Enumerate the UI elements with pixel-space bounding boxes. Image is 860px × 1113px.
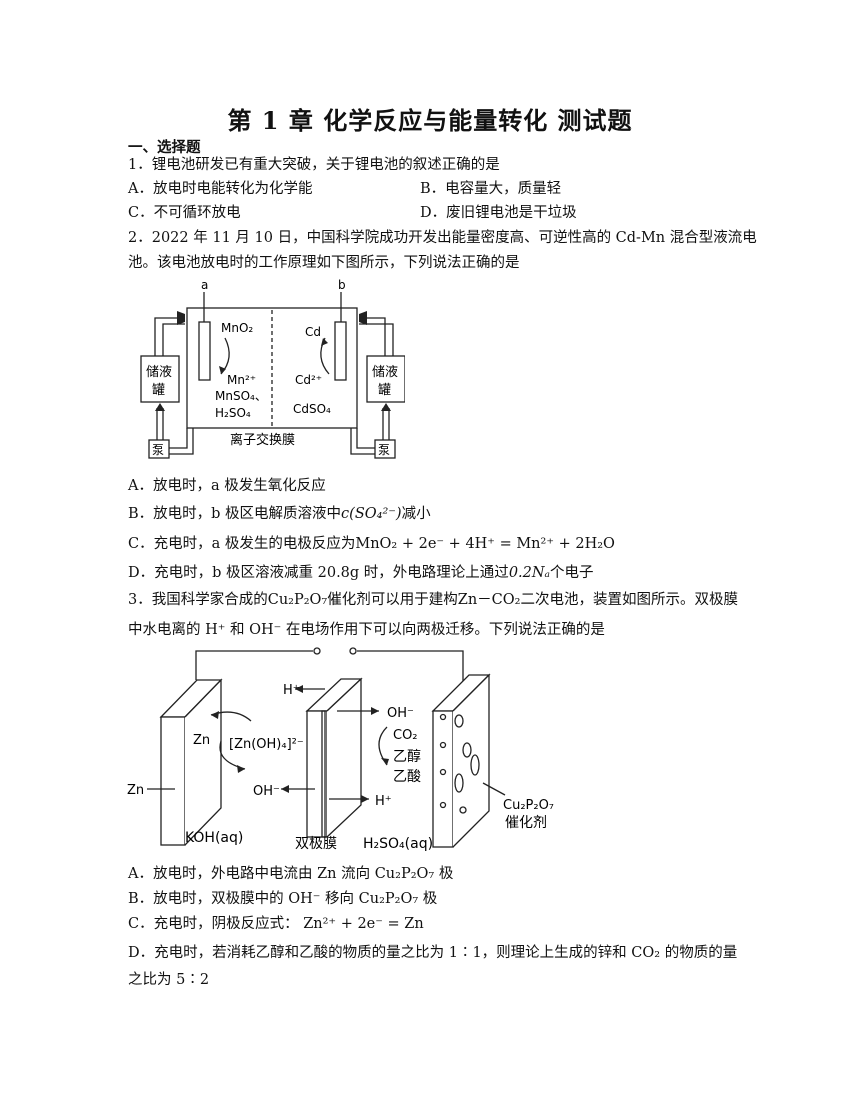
q3-option-d-line2: 之比为 5∶2 — [128, 972, 210, 988]
fig3-label-oh-right: OH⁻ — [387, 706, 414, 721]
label-cdso4: CdSO₄ — [293, 402, 331, 416]
label-mno2: MnO₂ — [221, 321, 253, 335]
fig3-label-bipolar: 双极膜 — [295, 836, 337, 852]
q1-option-c: C．不可循环放电 — [128, 205, 241, 221]
q2-option-d-text: D．充电时，b 极区溶液减重 20.8g 时，外电路理论上通过 — [128, 565, 509, 581]
q2-option-b: B．放电时，b 极区电解质溶液中c(SO₄²⁻)减小 — [128, 504, 431, 524]
fig3-label-zn-left: Zn — [127, 783, 144, 798]
flow-battery-diagram: a b MnO₂ Cd Mn²⁺ Cd²⁺ MnSO₄、 H₂SO₄ CdSO₄… — [140, 278, 405, 459]
q1-option-d: D．废旧锂电池是干垃圾 — [420, 205, 577, 221]
q3-stem-text-2: 催化剂可以用于建构 — [327, 592, 458, 608]
tank-left-label-2: 罐 — [152, 383, 165, 398]
fig3-label-co2: CO₂ — [393, 728, 418, 743]
pump-right-label: 泵 — [378, 443, 390, 457]
q2-option-c-formula: MnO₂ + 2e⁻ + 4H⁺ = Mn²⁺ + 2H₂O — [355, 536, 615, 552]
tank-right-label-2: 罐 — [378, 383, 391, 398]
q1-option-a: A．放电时电能转化为化学能 — [128, 181, 313, 197]
q2-option-d-formula: 0.2Nₐ — [508, 565, 551, 581]
tank-right — [366, 355, 405, 403]
electrode-a — [198, 321, 211, 381]
q3-option-c: C．充电时，阴极反应式： Zn²⁺ + 2e⁻ = Zn — [128, 916, 424, 932]
fig3-label-koh: KOH(aq) — [185, 830, 243, 846]
q2-option-d: D．充电时，b 极区溶液减重 20.8g 时，外电路理论上通过0.2Nₐ个电子 — [128, 563, 594, 583]
section-heading: 一、选择题 — [128, 139, 201, 156]
fig3-label-catalyst: 催化剂 — [505, 815, 547, 831]
electrode-b — [334, 321, 347, 381]
tank-left-label-1: 储液 — [146, 365, 172, 380]
pump-right — [374, 439, 396, 459]
q2-option-c: C．充电时，a 极发生的电极反应为MnO₂ + 2e⁻ + 4H⁺ = Mn²⁺… — [128, 534, 615, 554]
fig3-label-h-bottom: H⁺ — [375, 794, 392, 809]
q3-option-a: A．放电时，外电路中电流由 Zn 流向 Cu₂P₂O₇ 极 — [128, 866, 454, 882]
q3-stem-text-3: 二次电池，装置如图所示。双极膜 — [520, 592, 738, 608]
q1-stem: 1．锂电池研发已有重大突破，关于锂电池的叙述正确的是 — [128, 157, 500, 173]
cell-box — [186, 307, 358, 429]
fig3-label-zn: Zn — [193, 733, 210, 748]
pump-left — [148, 439, 170, 459]
q2-option-b-end: 减小 — [401, 506, 431, 522]
q3-cell-formula: Zn－CO₂ — [457, 592, 521, 608]
label-mnso4: MnSO₄、 — [215, 389, 267, 403]
q2-option-b-formula: c(SO₄²⁻) — [341, 506, 402, 522]
label-h2so4: H₂SO₄ — [215, 406, 251, 420]
fig3-label-h2so4: H₂SO₄(aq) — [363, 836, 433, 852]
pump-left-label: 泵 — [152, 443, 164, 457]
fig3-label-zincate: [Zn(OH)₄]²⁻ — [229, 737, 304, 752]
page-title: 第 1 章 化学反应与能量转化 测试题 — [227, 106, 633, 135]
q2-option-b-text: B．放电时，b 极区电解质溶液中 — [128, 506, 342, 522]
fig3-label-oh-left: OH⁻ — [253, 784, 280, 799]
q2-option-a: A．放电时，a 极发生氧化反应 — [128, 478, 326, 494]
label-mn2: Mn²⁺ — [227, 373, 256, 387]
tank-left — [140, 355, 180, 403]
q3-stem-text-1: 3．我国科学家合成的 — [128, 592, 268, 608]
q2-stem-line2: 池。该电池放电时的工作原理如下图所示，下列说法正确的是 — [128, 255, 520, 271]
label-cd2: Cd²⁺ — [295, 373, 322, 387]
fig3-label-ethanol: 乙醇 — [393, 748, 421, 765]
q3-stem-line1: 3．我国科学家合成的Cu₂P₂O₇催化剂可以用于建构Zn－CO₂二次电池，装置如… — [128, 590, 738, 610]
zn-co2-battery-diagram: Zn Zn [Zn(OH)₄]²⁻ OH⁻ H⁺ OH⁻ CO₂ 乙醇 乙酸 H… — [127, 647, 554, 852]
q3-stem-line2: 中水电离的 H⁺ 和 OH⁻ 在电场作用下可以向两极迁移。下列说法正确的是 — [128, 622, 605, 638]
label-b: b — [338, 278, 346, 292]
q3-option-b: B．放电时，双极膜中的 OH⁻ 移向 Cu₂P₂O₇ 极 — [128, 891, 438, 907]
q3-option-d-line1: D．充电时，若消耗乙醇和乙酸的物质的量之比为 1∶1，则理论上生成的锌和 CO₂… — [128, 945, 738, 961]
fig3-label-acetic: 乙酸 — [393, 769, 421, 785]
q2-option-c-text: C．充电时，a 极发生的电极反应为 — [128, 536, 356, 552]
label-cd: Cd — [305, 325, 321, 339]
fig3-label-catalyst-formula: Cu₂P₂O₇ — [503, 798, 554, 813]
tank-right-label-1: 储液 — [372, 365, 398, 380]
q2-stem-line1: 2．2022 年 11 月 10 日，中国科学院成功开发出能量密度高、可逆性高的… — [128, 230, 757, 246]
fig3-label-h-top: H⁺ — [283, 683, 300, 698]
q2-option-d-end: 个电子 — [550, 565, 594, 581]
q1-option-b: B．电容量大，质量轻 — [420, 181, 562, 197]
membrane-label: 离子交换膜 — [230, 432, 295, 448]
label-a: a — [201, 278, 208, 292]
q3-catalyst-formula: Cu₂P₂O₇ — [267, 592, 328, 608]
